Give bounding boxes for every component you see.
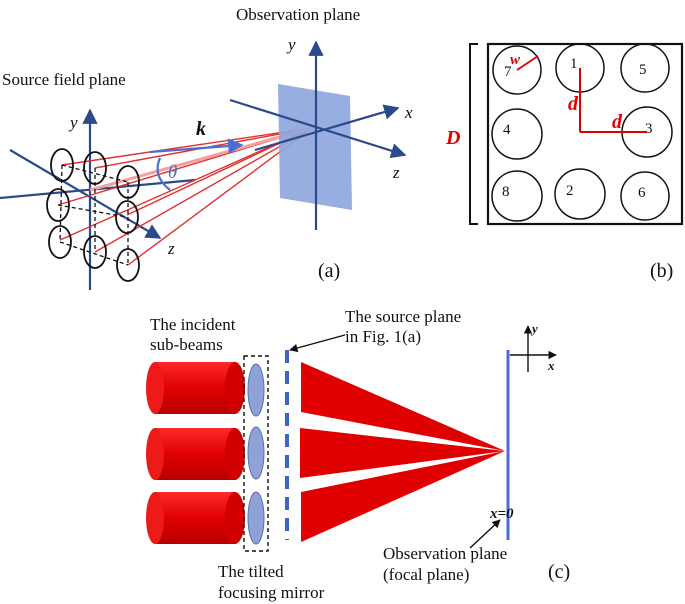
panel-c: The incident sub-beams The source plane … bbox=[146, 307, 570, 602]
focusing-cones bbox=[300, 362, 505, 542]
obs-axis-x-label: x bbox=[404, 103, 413, 122]
source-beam bbox=[83, 235, 107, 269]
incident-beam-bottom bbox=[155, 492, 235, 544]
observation-plane-title: Observation plane bbox=[236, 5, 360, 24]
small-axis-y-label: y bbox=[530, 321, 538, 336]
k-vector-label: k bbox=[196, 118, 206, 140]
incident-beam-bottom-cap bbox=[225, 492, 245, 544]
lens bbox=[247, 491, 265, 545]
beam-label: 5 bbox=[639, 62, 647, 78]
beam-circle-7 bbox=[492, 45, 542, 95]
cone-top bbox=[301, 362, 505, 451]
cone-middle bbox=[300, 428, 505, 478]
incident-beam-top-cap bbox=[225, 362, 245, 414]
D-bracket bbox=[469, 43, 478, 225]
obs-axis-x bbox=[254, 104, 400, 152]
source-beams bbox=[46, 148, 140, 282]
incident-label-line1: The incident bbox=[150, 315, 236, 334]
beam-circles bbox=[491, 43, 673, 222]
incident-beam-top bbox=[155, 362, 235, 414]
d-label-horizontal: d bbox=[612, 111, 623, 133]
obs-axis-y-label: y bbox=[286, 35, 296, 54]
incident-beam-middle bbox=[155, 428, 235, 480]
beam-label: 7 bbox=[504, 64, 512, 80]
mirror-label-line1: The tilted bbox=[218, 562, 284, 581]
lens bbox=[247, 426, 265, 480]
w-label: w bbox=[510, 52, 521, 68]
beam-numbers: 7 1 5 4 3 8 2 6 bbox=[502, 56, 653, 201]
focusing-lenses bbox=[247, 363, 265, 545]
beam-circle-5 bbox=[620, 43, 670, 93]
panel-b-tag: (b) bbox=[650, 260, 673, 282]
cone-bottom bbox=[301, 451, 505, 542]
x0-label: x=0 bbox=[489, 506, 514, 522]
source-axis-z-label: z bbox=[167, 239, 175, 258]
k-vector bbox=[149, 138, 244, 154]
beam-label: 2 bbox=[566, 183, 574, 199]
incident-beams bbox=[146, 362, 245, 544]
ray bbox=[61, 127, 313, 166]
aperture-square bbox=[486, 42, 684, 226]
source-beam bbox=[48, 225, 72, 259]
source-axis-y-label: y bbox=[68, 113, 78, 132]
source-plane-pointer bbox=[289, 334, 346, 353]
obs-plane-label-line1: Observation plane bbox=[383, 544, 507, 563]
source-plane-label-line1: The source plane bbox=[345, 307, 461, 326]
beam-circle-6 bbox=[620, 171, 670, 221]
mirror-label-line2: focusing mirror bbox=[218, 583, 325, 602]
source-plane-label-line2: in Fig. 1(a) bbox=[345, 327, 421, 346]
incident-beam-top-end bbox=[146, 362, 164, 414]
D-label: D bbox=[445, 127, 460, 149]
obs-axis-z bbox=[229, 98, 407, 159]
lens bbox=[247, 363, 265, 417]
source-grid-dashes bbox=[57, 164, 129, 266]
panel-a: Observation plane Source field plane y z bbox=[0, 5, 413, 290]
beam-label: 6 bbox=[638, 185, 646, 201]
incident-beam-bottom-end bbox=[146, 492, 164, 544]
obs-plane-label-line2: (focal plane) bbox=[383, 565, 469, 584]
beam-label: 1 bbox=[570, 56, 578, 72]
beam-label: 8 bbox=[502, 184, 510, 200]
mirror-dashed-box bbox=[243, 355, 269, 552]
incident-beam-middle-end bbox=[146, 428, 164, 480]
beam-circle-8 bbox=[491, 170, 543, 222]
obs-axis-z-label: z bbox=[392, 163, 400, 182]
source-axis-z bbox=[9, 149, 162, 239]
w-radius bbox=[516, 55, 539, 71]
incident-label-line2: sub-beams bbox=[150, 335, 223, 354]
beam-label: 4 bbox=[503, 122, 511, 138]
beam-circle-4 bbox=[491, 108, 543, 160]
focal-plane-pointer bbox=[469, 519, 501, 549]
theta-arc bbox=[156, 157, 171, 191]
beam-label: 3 bbox=[645, 121, 653, 137]
panel-b: D 7 1 5 4 3 8 2 6 w d d (b) bbox=[445, 42, 684, 282]
panel-a-tag: (a) bbox=[318, 260, 340, 282]
incident-beam-middle-cap bbox=[225, 428, 245, 480]
source-beam bbox=[46, 188, 70, 222]
ray-pale bbox=[89, 126, 313, 192]
source-beam bbox=[115, 200, 139, 234]
theta-label: θ bbox=[168, 162, 177, 183]
small-axis-x-label: x bbox=[547, 358, 555, 373]
source-field-plane-title: Source field plane bbox=[2, 70, 126, 89]
beam-circle-2 bbox=[554, 168, 606, 220]
panel-c-tag: (c) bbox=[548, 561, 570, 583]
d-label-vertical: d bbox=[568, 93, 579, 115]
